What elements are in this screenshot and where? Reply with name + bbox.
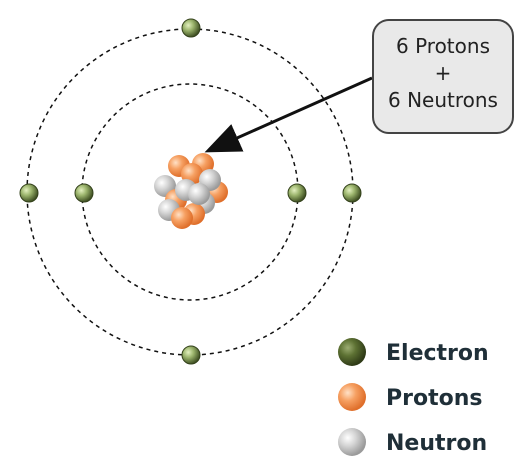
nucleus-particle — [171, 207, 193, 229]
electron-inner-right — [287, 183, 307, 203]
callout-arrow — [204, 76, 373, 153]
nucleus-particle — [188, 183, 210, 205]
electron-outer-top — [181, 18, 201, 38]
electrons — [19, 18, 362, 365]
electron-inner-left — [74, 183, 94, 203]
electron-outer-left — [19, 183, 39, 203]
legend-electron-icon — [338, 338, 366, 366]
callout: 6 Protons + 6 Neutrons — [204, 19, 514, 153]
callout-line-3: 6 Neutrons — [388, 88, 498, 112]
legend-electron-label: Electron — [386, 341, 489, 366]
callout-box — [372, 19, 514, 134]
electron-outer-bottom — [181, 345, 201, 365]
electron-outer-right — [342, 183, 362, 203]
legend-proton-label: Protons — [386, 386, 482, 411]
legend-neutron-label: Neutron — [386, 431, 487, 456]
callout-line-2: + — [435, 61, 452, 85]
legend-proton-icon — [338, 383, 366, 411]
legend: Electron Protons Neutron — [338, 338, 489, 456]
legend-neutron-icon — [338, 428, 366, 456]
nucleus — [154, 153, 228, 229]
callout-line-1: 6 Protons — [396, 34, 490, 58]
